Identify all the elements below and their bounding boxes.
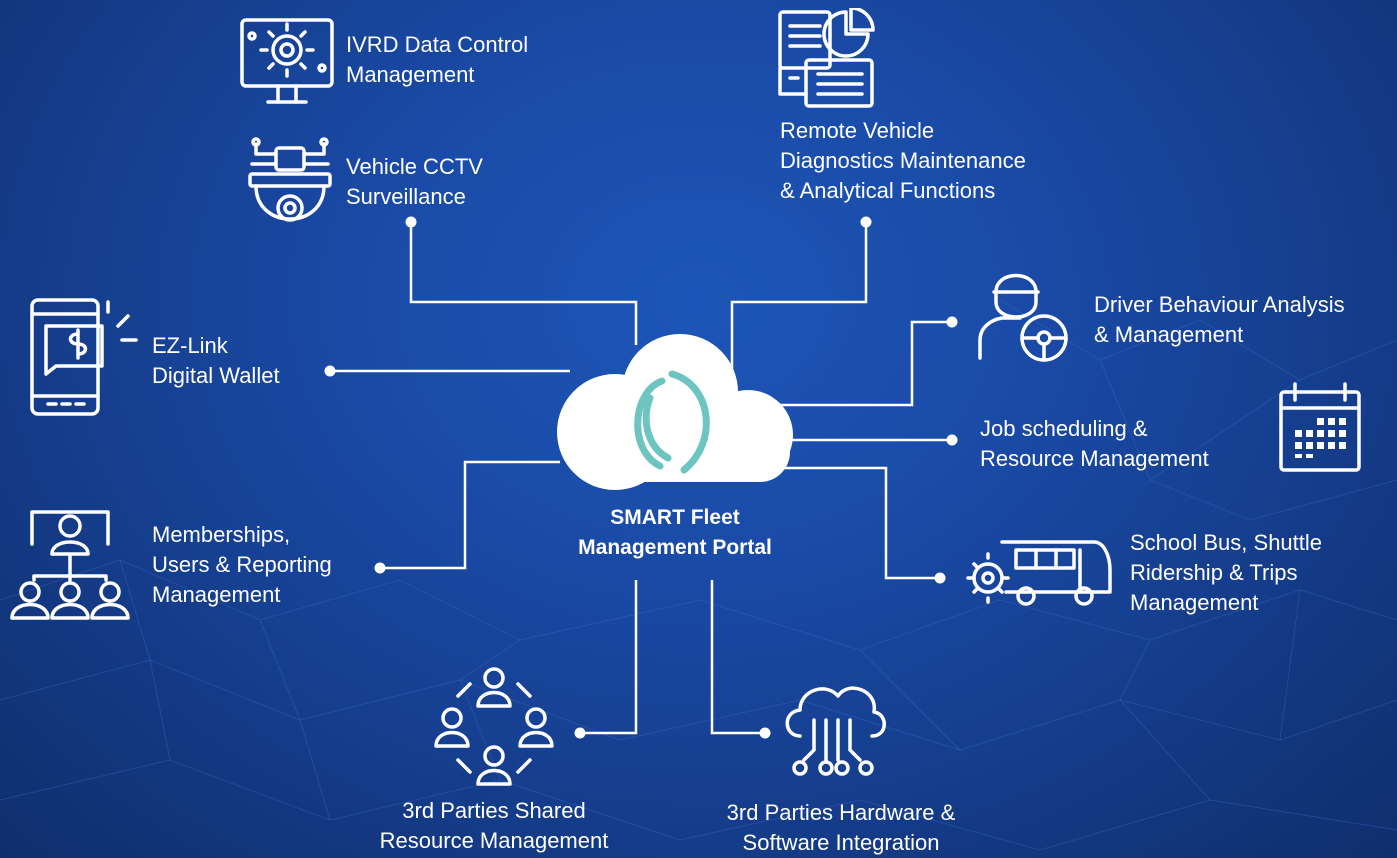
members-label: Memberships, Users & Reporting Managemen… bbox=[152, 522, 332, 607]
connector-dots bbox=[324, 216, 958, 739]
hardware-label: 3rd Parties Hardware & Software Integrat… bbox=[726, 800, 956, 855]
ezlink-label: EZ-Link Digital Wallet bbox=[152, 333, 280, 388]
portal-title-line2: Management Portal bbox=[578, 536, 772, 559]
cctv-label: Vehicle CCTV Surveillance bbox=[346, 154, 483, 209]
bus-label: School Bus, Shuttle Ridership & Trips Ma… bbox=[1130, 530, 1323, 615]
calendar-icon bbox=[1279, 382, 1361, 472]
jobs-label: Job scheduling & Resource Management bbox=[980, 416, 1209, 471]
phone-wallet-icon bbox=[30, 298, 138, 416]
documents-chart-icon bbox=[778, 8, 875, 108]
gear-monitor-icon bbox=[240, 18, 334, 104]
ivrd-label: IVRD Data Control Management bbox=[346, 32, 529, 87]
shared-label: 3rd Parties Shared Resource Management bbox=[379, 798, 609, 853]
driver-steering-icon bbox=[978, 273, 1068, 362]
driver-label: Driver Behaviour Analysis & Management bbox=[1094, 292, 1345, 347]
users-presentation-icon bbox=[10, 510, 130, 620]
bus-gear-icon bbox=[966, 540, 1112, 606]
cloud-shape bbox=[557, 334, 793, 490]
portal-title: SMART Fleet Management Portal bbox=[520, 503, 830, 563]
cctv-camera-icon bbox=[248, 137, 332, 222]
portal-logo-icon bbox=[634, 370, 710, 474]
cloud-circuit-icon bbox=[785, 686, 886, 776]
connector-lines bbox=[330, 222, 952, 735]
portal-title-line1: SMART Fleet bbox=[610, 506, 740, 529]
diagnostics-label: Remote Vehicle Diagnostics Maintenance &… bbox=[780, 118, 1026, 203]
people-network-icon bbox=[434, 667, 554, 786]
